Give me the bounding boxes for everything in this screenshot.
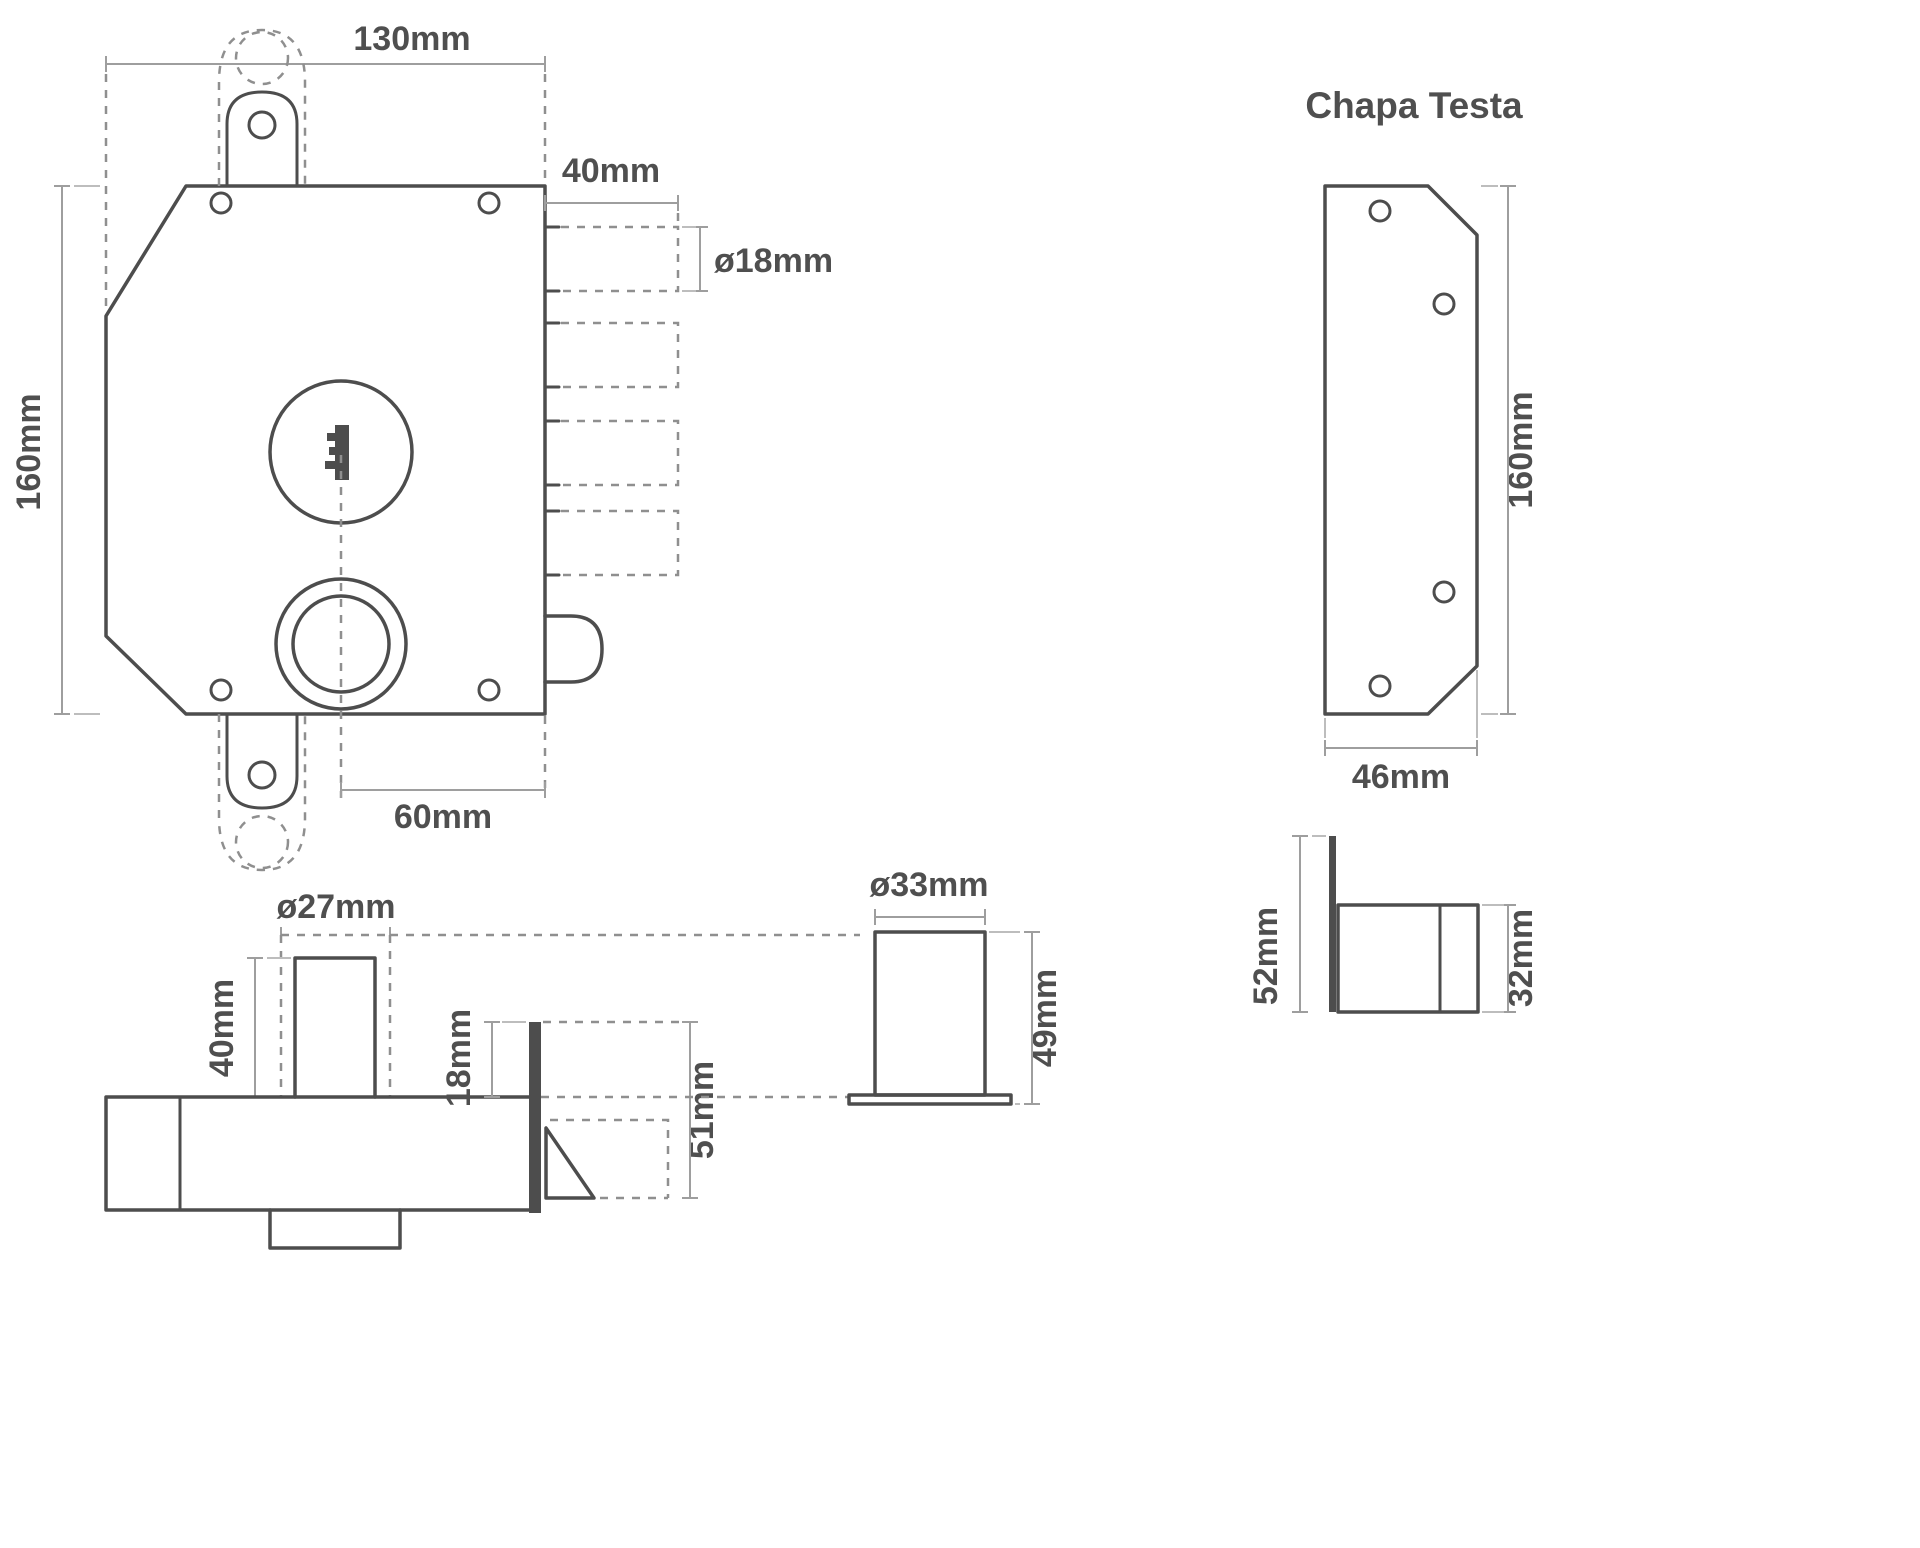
cylinder-projection-dashed <box>279 933 392 1097</box>
strike-side-dim-plate-label: 52mm <box>1247 907 1285 1005</box>
strike-dim-height-extensions <box>1481 185 1498 715</box>
strike-side-dim-box-extensions <box>1482 904 1504 1013</box>
strike-hole-1 <box>1368 199 1392 223</box>
dim-height-line <box>54 185 70 715</box>
screw-hole-bottom-left <box>209 678 233 702</box>
dim-width-extensions <box>104 74 547 310</box>
side-dim-cyl-diameter-label: ø27mm <box>276 888 395 926</box>
strike-plate-front-view: Chapa Testa 160mm 46mm <box>1305 85 1540 796</box>
bolt-2-hidden <box>545 321 680 389</box>
screw-hole-top-left <box>209 191 233 215</box>
strike-plate-title: Chapa Testa <box>1305 85 1523 126</box>
front-view: 130mm 160mm <box>10 20 833 872</box>
strike-hole-3 <box>1432 580 1456 604</box>
lock-body-outline <box>104 184 547 716</box>
strike-hole-2 <box>1432 292 1456 316</box>
cylinder-outer-ring <box>274 577 408 711</box>
bolt-3-hidden <box>545 419 680 487</box>
side-dim-latch-line <box>682 1021 698 1199</box>
bolt-1-hidden <box>545 225 680 293</box>
dim-width-label: 130mm <box>353 20 470 58</box>
dim-height-extensions <box>74 185 100 715</box>
key-silhouette-icon <box>325 425 349 480</box>
strike-plate-outline <box>1323 184 1479 716</box>
dim-bolt-diameter-label: ø18mm <box>714 242 833 280</box>
bottom-mounting-tab <box>225 712 299 810</box>
strike-dim-height-line <box>1500 185 1516 715</box>
latch-travel-dashed <box>550 1118 670 1200</box>
cyl-dim-diameter-label: ø33mm <box>869 866 988 904</box>
strike-side-plate-edge <box>1329 836 1336 1012</box>
cylinder-flange <box>847 1093 1013 1106</box>
strike-hole-4 <box>1368 674 1392 698</box>
cylinder-inner-ring <box>291 594 391 694</box>
strike-side-box <box>1336 903 1480 1014</box>
cylinder-view: ø33mm 49mm <box>847 866 1064 1106</box>
side-view: ø27mm 40mm 18mm 51mm <box>104 888 860 1250</box>
cylinder-body <box>873 930 987 1097</box>
dim-bolt-throw-line <box>544 195 679 211</box>
screw-hole-top-right <box>477 191 501 215</box>
side-dim-faceplate-line <box>484 1021 500 1098</box>
bottom-tab-hidden-outline <box>217 714 307 872</box>
screw-hole-bottom-right <box>477 678 501 702</box>
dim-height-label: 160mm <box>10 393 48 510</box>
side-dim-faceplate-label: 18mm <box>440 1009 478 1107</box>
cylinder-protrusion <box>293 956 377 1099</box>
top-tab-hidden-hole <box>234 30 290 86</box>
dim-bolt-diameter-line <box>692 226 708 292</box>
dim-bolt-diameter-extensions <box>682 226 696 292</box>
bolt-stubs <box>543 225 561 577</box>
spring-latch <box>543 614 604 684</box>
dim-cylinder-label: 60mm <box>394 798 492 836</box>
top-tab-hidden-outline <box>217 28 307 186</box>
top-tab-screw-hole <box>247 110 277 140</box>
strike-side-dim-plate-line <box>1292 835 1308 1013</box>
faceplate-edge <box>529 1022 541 1213</box>
dim-width-line <box>105 56 546 72</box>
strike-dim-width-line <box>1324 740 1478 756</box>
strike-dim-width-label: 46mm <box>1352 758 1450 796</box>
side-dim-protrusion-line <box>247 957 263 1098</box>
latch-bevel-triangle <box>544 1126 596 1200</box>
body-side-outline <box>104 1095 537 1212</box>
bottom-tab-side <box>268 1208 402 1250</box>
bottom-tab-screw-hole <box>247 760 277 790</box>
side-dim-latch-label: 51mm <box>683 1061 721 1159</box>
dim-bolt-throw-label: 40mm <box>562 152 660 190</box>
cyl-dim-length-line <box>1024 931 1040 1105</box>
bolt-4-hidden <box>545 509 680 577</box>
cyl-dim-diameter-line <box>874 909 986 925</box>
strike-plate-side-view: 52mm 32mm <box>1247 835 1540 1014</box>
dim-cylinder-line <box>340 782 546 798</box>
strike-dim-width-extensions <box>1324 670 1478 738</box>
side-dim-protrusion-label: 40mm <box>203 979 241 1077</box>
bottom-tab-hidden-hole <box>234 814 290 870</box>
top-mounting-tab <box>225 90 299 188</box>
cyl-dim-length-extensions <box>989 931 1020 1105</box>
